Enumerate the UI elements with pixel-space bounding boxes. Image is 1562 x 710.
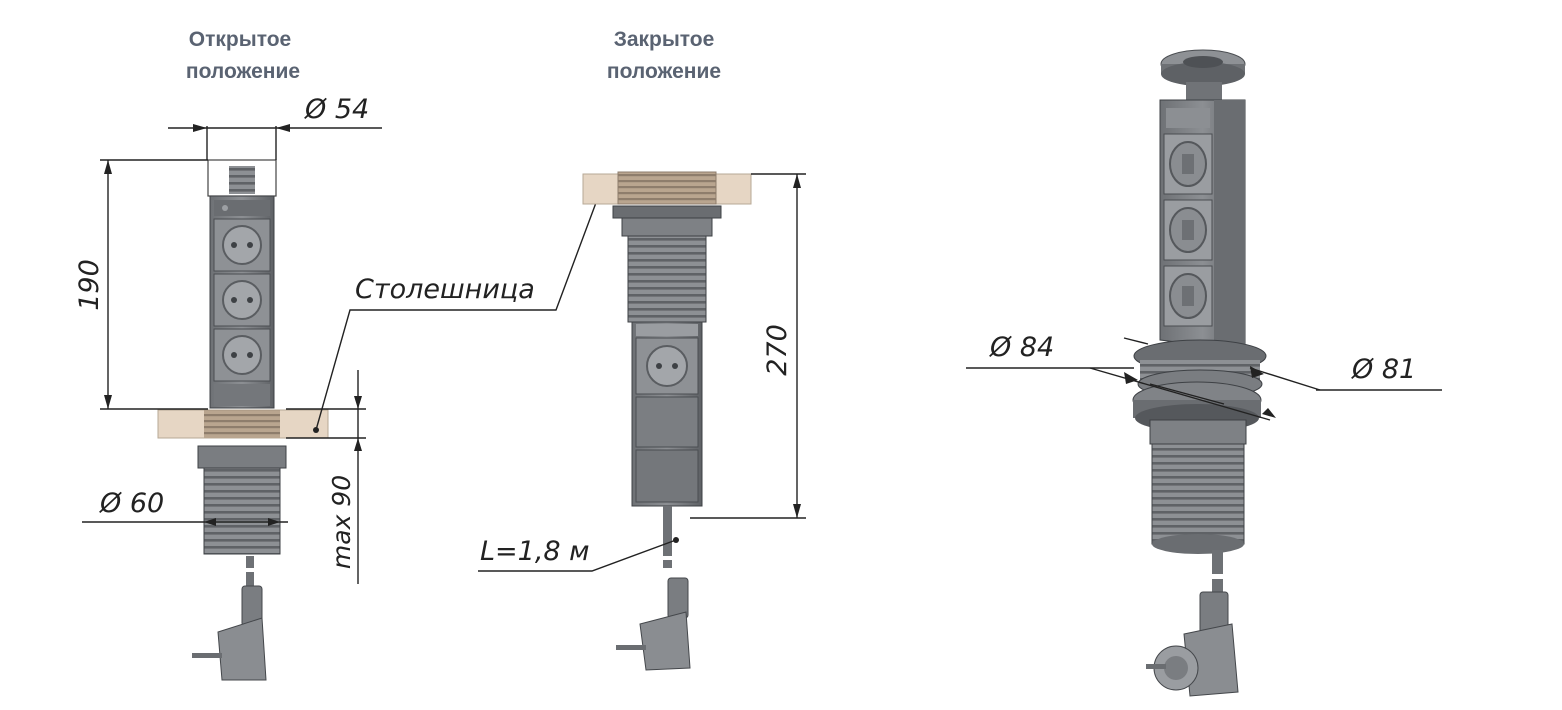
label-max-90: max 90	[327, 475, 356, 569]
open-socket-1	[213, 218, 271, 272]
perspective-socket-tower	[1132, 49, 1267, 697]
open-socket-2	[213, 273, 271, 327]
heading-open-line2: положение	[186, 60, 300, 83]
dimension-max-90: max 90	[286, 370, 366, 584]
label-height-270: 270	[762, 324, 793, 376]
perspective-socket-3	[1163, 265, 1213, 327]
dimension-diameter-54: Ø 54	[168, 94, 382, 160]
label-diameter-81: Ø 81	[1351, 354, 1416, 385]
callout-cable-length: L=1,8 м	[478, 536, 679, 572]
label-cable-length: L=1,8 м	[480, 536, 590, 567]
dimension-diameter-84: Ø 84	[966, 332, 1276, 421]
dimension-height-270: 270	[690, 173, 806, 519]
label-diameter-60: Ø 60	[99, 488, 164, 519]
closed-position-socket-tower	[582, 171, 752, 671]
open-position-socket-tower	[157, 159, 329, 681]
heading-closed-line2: положение	[607, 60, 721, 83]
callout-countertop: Столешница	[313, 189, 603, 433]
label-countertop: Столешница	[355, 274, 535, 305]
dimension-diameter-81: Ø 81	[1149, 354, 1442, 405]
label-diameter-84: Ø 84	[989, 332, 1054, 363]
label-height-190: 190	[74, 259, 105, 311]
heading-open-line1: Открытое	[189, 28, 291, 51]
label-diameter-54: Ø 54	[304, 94, 369, 125]
closed-socket	[635, 337, 699, 395]
perspective-socket-1	[1163, 133, 1213, 195]
heading-closed-line1: Закрытое	[614, 28, 715, 51]
perspective-socket-2	[1163, 199, 1213, 261]
open-socket-3	[213, 328, 271, 382]
dimension-diameter-60: Ø 60	[82, 488, 288, 526]
dimension-height-190: 190	[74, 159, 208, 410]
